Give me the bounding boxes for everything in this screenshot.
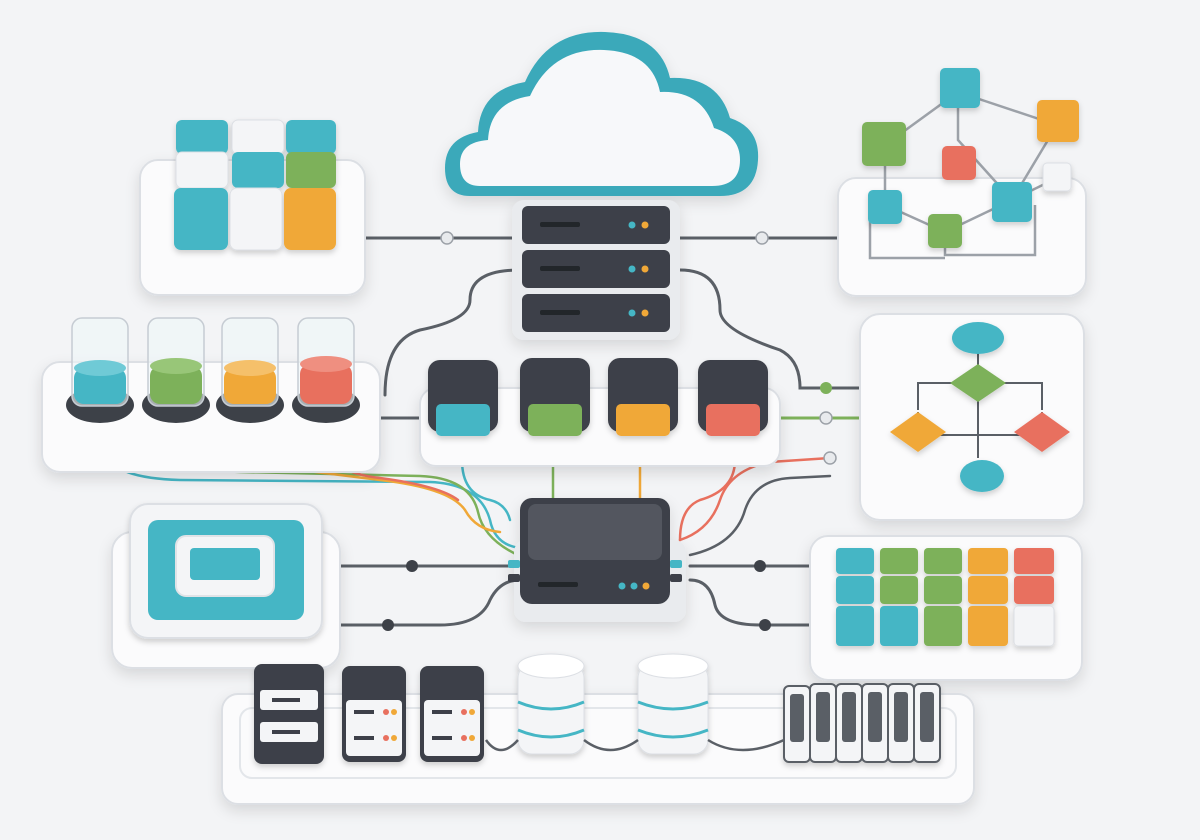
cable-frame-router-bot (333, 578, 522, 627)
switch-orange[interactable] (608, 358, 678, 436)
flow-end-icon (960, 460, 1004, 492)
flow-branch-left-icon (890, 412, 946, 452)
rack-base-module[interactable] (221, 653, 975, 805)
switch-coral[interactable] (698, 360, 768, 436)
switch-teal[interactable] (428, 360, 498, 436)
database-icon[interactable] (517, 653, 585, 755)
central-router[interactable] (508, 498, 686, 622)
cable-switch-coral (678, 458, 737, 542)
connector-dot (440, 231, 454, 245)
cloud-icon (445, 31, 759, 196)
rack-server-1[interactable] (342, 666, 406, 762)
cylinder-coral[interactable] (292, 317, 360, 423)
frame-module[interactable] (111, 503, 341, 669)
server-unit-3[interactable] (522, 294, 670, 332)
rack-blades[interactable] (783, 683, 941, 763)
graph-network-module[interactable] (837, 68, 1087, 297)
rack-cable (484, 738, 785, 752)
connector-dot (754, 560, 766, 572)
cable-server-left (383, 268, 522, 397)
top-server-stack[interactable] (512, 200, 680, 340)
connector-dot (759, 619, 771, 631)
flow-decision-icon (950, 364, 1006, 402)
kanban-cells (836, 548, 1055, 647)
switch-green[interactable] (520, 358, 590, 436)
server-unit-2[interactable] (522, 250, 670, 288)
flowchart-shapes (890, 322, 1070, 492)
cable-router-kanban-bot (688, 578, 822, 627)
connector-dot (823, 451, 837, 465)
flow-start-icon (952, 322, 1004, 354)
storage-cylinders-module[interactable] (41, 317, 381, 473)
cable-router-flow-2 (688, 474, 832, 557)
flow-branch-right-icon (1014, 412, 1070, 452)
cylinder-teal[interactable] (66, 317, 134, 423)
platform (859, 313, 1085, 521)
connector-dot (820, 382, 832, 394)
cable-server-right (678, 268, 862, 390)
block-grid-module[interactable] (139, 119, 366, 296)
server-unit-1[interactable] (522, 206, 670, 244)
flowchart-module[interactable] (859, 313, 1085, 521)
platform (419, 387, 781, 467)
rack-server-2[interactable] (420, 666, 484, 762)
database-icon[interactable] (637, 653, 709, 755)
cylinder-green[interactable] (142, 317, 210, 423)
connector-dot (819, 411, 833, 425)
cable-switch-teal (460, 458, 512, 522)
cylinder-orange[interactable] (216, 317, 284, 423)
rack-dark-server[interactable] (254, 664, 324, 764)
connector-dot (406, 560, 418, 572)
connector-dot (755, 231, 769, 245)
connector-dot (382, 619, 394, 631)
graph-nodes (862, 68, 1079, 248)
kanban-grid-module[interactable] (809, 535, 1083, 681)
block-grid-cells (174, 119, 336, 251)
switch-row-module[interactable] (419, 358, 781, 467)
